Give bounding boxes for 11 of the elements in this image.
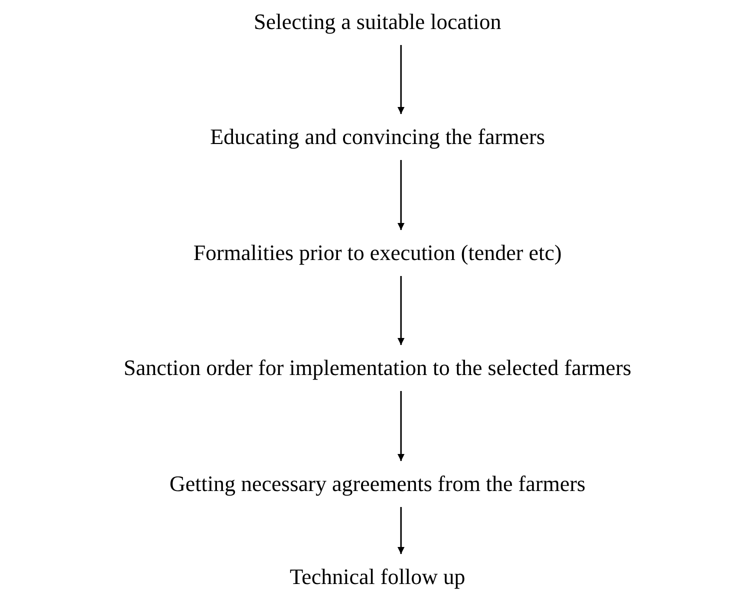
arrow <box>398 160 404 230</box>
step-text: Selecting a suitable location <box>254 9 502 35</box>
step-text: Formalities prior to execution (tender etc) <box>193 240 562 266</box>
step-text: Technical follow up <box>290 564 466 590</box>
step-text: Getting necessary agreements from the farmers <box>170 471 586 497</box>
step-text: Sanction order for implementation to the selected farmers <box>124 355 632 381</box>
arrow <box>398 276 404 345</box>
arrow <box>398 507 404 554</box>
arrow <box>398 45 404 114</box>
step-text: Educating and convincing the farmers <box>210 124 545 150</box>
arrow <box>398 391 404 461</box>
